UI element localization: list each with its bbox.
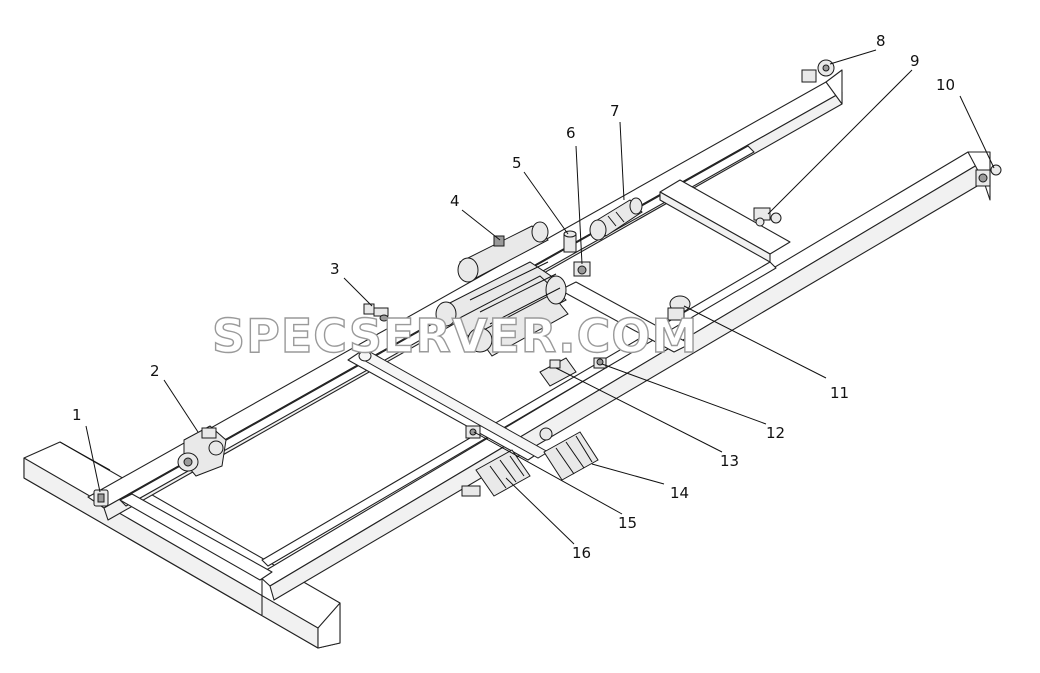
- callout-labels: 1 2 3 4 5 6 7 8 9 10 11 12 13 14 15 16: [72, 32, 955, 562]
- callout-7: 7: [610, 102, 620, 120]
- part-4-air-tank: [457, 221, 549, 283]
- callout-10: 10: [936, 76, 955, 94]
- callout-15: 15: [618, 514, 637, 532]
- callout-11: 11: [830, 384, 849, 402]
- part-5-cylinder: [563, 230, 577, 253]
- part-12-valve: [593, 357, 607, 369]
- callout-14: 14: [670, 484, 689, 502]
- part-2-relay-valve: [177, 425, 227, 477]
- right-side-rail: [257, 151, 991, 601]
- part-7-air-dryer: [589, 197, 643, 241]
- callout-16: 16: [572, 544, 591, 562]
- part-14-brake-chamber: [539, 427, 599, 481]
- cross-members: [119, 179, 791, 581]
- part-11-valve: [667, 295, 691, 321]
- callout-12: 12: [766, 424, 785, 442]
- air-tank-cluster: [435, 261, 569, 357]
- part-9-valve: [753, 207, 782, 227]
- callout-2: 2: [150, 362, 160, 380]
- watermark-text: SPECSERVER.COM: [212, 309, 698, 363]
- part-13-bracket: [539, 357, 577, 387]
- callout-4: 4: [450, 192, 460, 210]
- part-6-valve: [573, 261, 591, 277]
- callout-8: 8: [876, 32, 886, 50]
- part-15-valve: [465, 425, 481, 439]
- callout-13: 13: [720, 452, 739, 470]
- air-pipe: [358, 350, 549, 459]
- callout-5: 5: [512, 154, 522, 172]
- part-16-brake-chamber: [461, 449, 531, 497]
- callout-3: 3: [330, 260, 340, 278]
- callout-1: 1: [72, 406, 82, 424]
- callout-6: 6: [566, 124, 576, 142]
- part-8-fitting: [801, 59, 835, 83]
- part-1-valve: [93, 489, 109, 507]
- callout-leaders: [85, 49, 995, 545]
- part-3-fitting: [363, 303, 389, 322]
- callout-9: 9: [910, 52, 920, 70]
